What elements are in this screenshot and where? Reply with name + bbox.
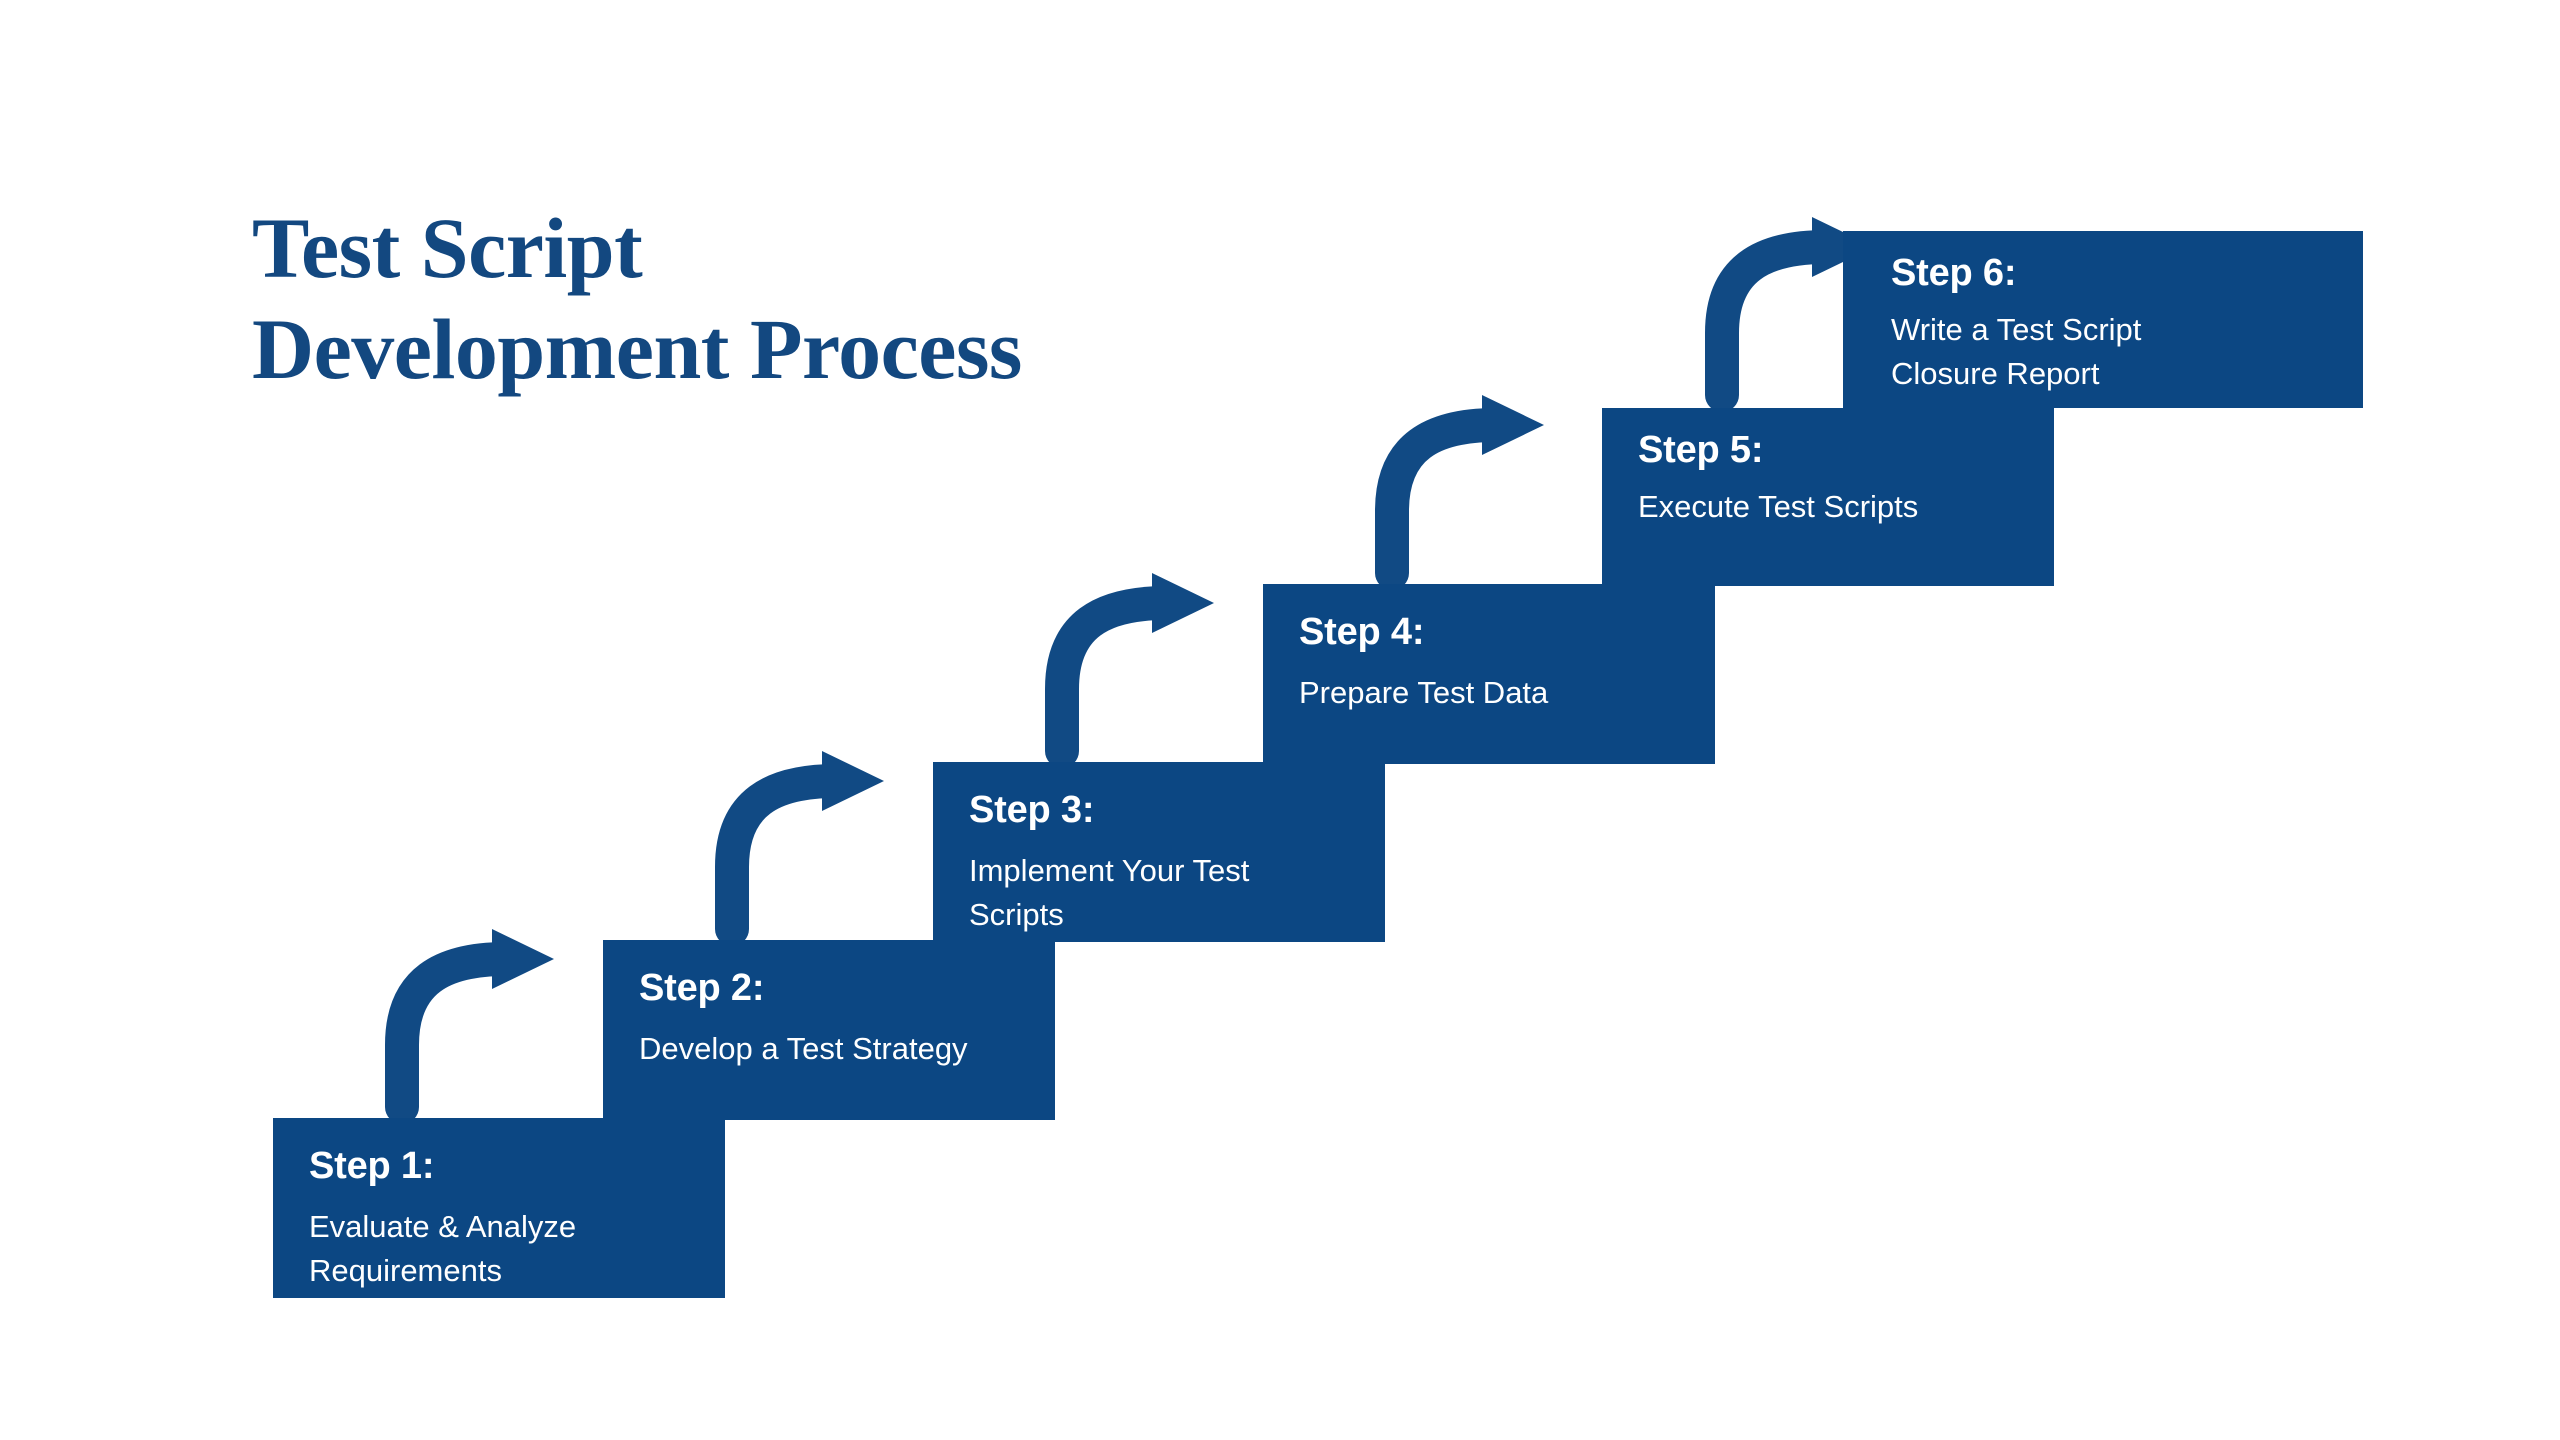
- step-2-description: Develop a Test Strategy: [639, 1030, 968, 1066]
- step-5-label: Step 5:: [1638, 429, 1764, 471]
- arrow-step2-to-step3: [715, 751, 884, 946]
- step-3-description: Implement Your Test Scripts: [969, 852, 1250, 932]
- step-3-label: Step 3:: [969, 789, 1095, 831]
- step-card-3[interactable]: Step 3: Implement Your Test Scripts: [933, 762, 1385, 942]
- step-6-label: Step 6:: [1891, 252, 2017, 294]
- step-4-label: Step 4:: [1299, 611, 1425, 653]
- step-card-6[interactable]: Step 6: Write a Test Script Closure Repo…: [1843, 231, 2363, 408]
- step-card-4[interactable]: Step 4: Prepare Test Data: [1263, 584, 1715, 764]
- step-4-description: Prepare Test Data: [1299, 674, 1549, 710]
- step-card-1[interactable]: Step 1: Evaluate & Analyze Requirements: [273, 1118, 725, 1298]
- step-6-description: Write a Test Script Closure Report: [1891, 311, 2142, 391]
- step-2-label: Step 2:: [639, 967, 765, 1009]
- step-1-label: Step 1:: [309, 1145, 435, 1187]
- step-1-description: Evaluate & Analyze Requirements: [309, 1208, 577, 1288]
- step-card-5[interactable]: Step 5: Execute Test Scripts: [1602, 408, 2054, 586]
- step-card-2[interactable]: Step 2: Develop a Test Strategy: [603, 940, 1055, 1120]
- arrow-step4-to-step5: [1375, 395, 1544, 590]
- arrow-step1-to-step2: [385, 929, 554, 1124]
- page-title: Test Script Development Process: [252, 200, 1022, 398]
- arrow-step3-to-step4: [1045, 573, 1214, 768]
- step-5-description: Execute Test Scripts: [1638, 488, 1919, 524]
